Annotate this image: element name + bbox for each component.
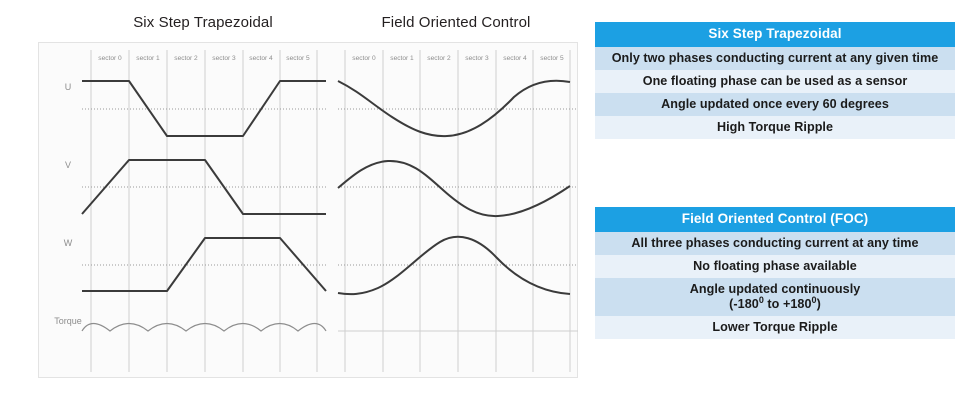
angle-range-mid: to +180 <box>763 296 812 311</box>
wave-torque-ripple <box>81 322 327 332</box>
wave-u-trapezoid <box>82 80 326 137</box>
chart-title-field-oriented-control: Field Oriented Control <box>381 14 531 31</box>
table-six-step-header: Six Step Trapezoidal <box>595 22 955 47</box>
chart1-sector-label-3: sector 3 <box>212 55 236 62</box>
chart1-sector-label-1: sector 1 <box>136 55 160 62</box>
chart1-sector-labels: sector 0 sector 1 sector 2 sector 3 sect… <box>98 55 310 62</box>
table-row: Angle updated continuously (-1800 to +18… <box>595 277 955 316</box>
waveform-panel <box>38 42 578 378</box>
chart1-sector-label-0: sector 0 <box>98 55 122 62</box>
chart1-sector-label-4: sector 4 <box>249 55 273 62</box>
chart2-sector-label-1: sector 1 <box>390 55 414 62</box>
chart1-midlines <box>82 108 326 266</box>
row-label-torque: Torque <box>54 316 82 326</box>
row-label-w: W <box>64 238 73 248</box>
chart1-sector-label-5: sector 5 <box>286 55 310 62</box>
table-foc-header: Field Oriented Control (FOC) <box>595 207 955 232</box>
table-row: All three phases conducting current at a… <box>595 231 955 255</box>
row-label-v: V <box>65 160 71 170</box>
chart1-row-labels: U V W Torque <box>54 82 82 326</box>
chart2-gridlines <box>344 50 571 372</box>
wave-v-sine <box>337 159 571 218</box>
degree-symbol-2: 0 <box>811 294 817 305</box>
table-row-line1: Angle updated continuously <box>689 281 861 296</box>
table-row: No floating phase available <box>595 254 955 278</box>
chart1-sector-label-2: sector 2 <box>174 55 198 62</box>
chart2-sector-label-0: sector 0 <box>352 55 376 62</box>
chart2-sector-label-4: sector 4 <box>503 55 527 62</box>
table-row: Lower Torque Ripple <box>595 315 955 340</box>
chart2-sector-label-3: sector 3 <box>465 55 489 62</box>
table-row-line2: (-1800 to +1800) <box>605 294 945 312</box>
chart2-sector-label-2: sector 2 <box>427 55 451 62</box>
table-row: Angle updated once every 60 degrees <box>595 92 955 116</box>
wave-u-sine <box>337 79 571 138</box>
chart2-sector-labels: sector 0 sector 1 sector 2 sector 3 sect… <box>352 55 564 62</box>
table-field-oriented-control: Field Oriented Control (FOC) All three p… <box>595 207 955 340</box>
angle-range-start: (-180 <box>729 296 759 311</box>
table-row: One floating phase can be used as a sens… <box>595 69 955 93</box>
wave-w-sine <box>337 235 571 296</box>
chart-title-six-step: Six Step Trapezoidal <box>133 14 273 31</box>
angle-range-end: ) <box>816 296 821 311</box>
row-label-u: U <box>65 82 72 92</box>
table-six-step-trapezoidal: Six Step Trapezoidal Only two phases con… <box>595 22 955 139</box>
chart2-midlines <box>338 108 578 332</box>
degree-symbol-1: 0 <box>758 294 764 305</box>
chart2-sector-label-5: sector 5 <box>540 55 564 62</box>
chart1-gridlines <box>90 50 318 372</box>
wave-w-trapezoid <box>82 237 327 292</box>
table-row: Only two phases conducting current at an… <box>595 46 955 70</box>
wave-v-trapezoid <box>81 159 326 215</box>
table-row: High Torque Ripple <box>595 115 955 139</box>
